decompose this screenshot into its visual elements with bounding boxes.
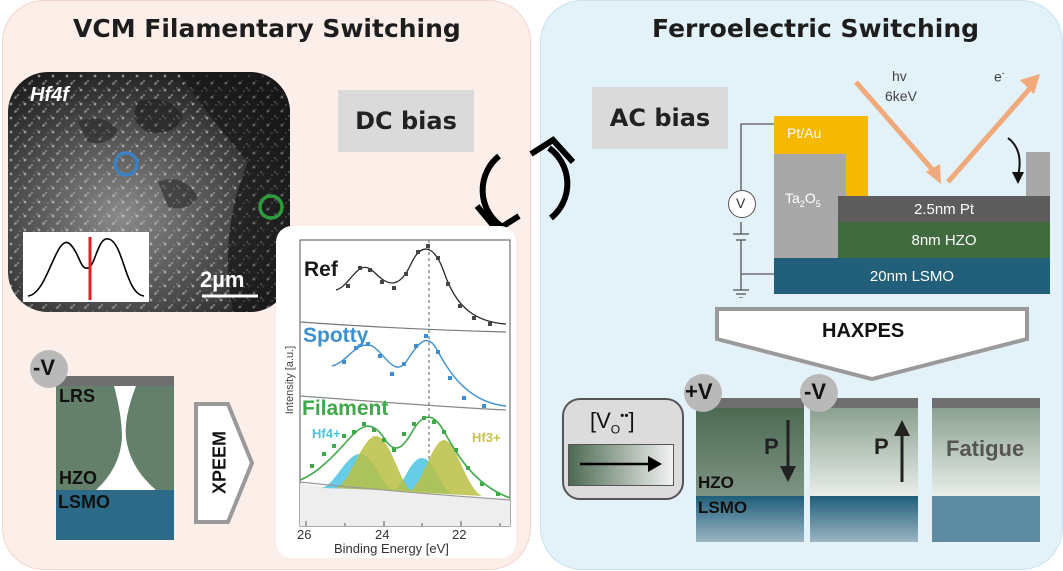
p-up-label: P — [874, 434, 889, 459]
ac-bias-box: AC bias — [592, 87, 728, 149]
plus-v-label: +V — [685, 379, 713, 404]
fatigue-label: Fatigue — [946, 436, 1025, 461]
x-tick-26: 26 — [297, 527, 312, 542]
xray-arrows — [854, 74, 1040, 184]
state2-hzo — [810, 408, 918, 496]
p-down-label: P — [764, 434, 779, 459]
xpeem-label: Hf4f — [30, 84, 69, 106]
right-side-block — [1026, 152, 1050, 196]
spectra-x-axis-label: Binding Energy [eV] — [334, 541, 449, 556]
state3-lsmo — [932, 496, 1040, 542]
arrow-down-icon — [780, 420, 796, 482]
state3-top — [932, 398, 1040, 408]
vcm-lsmo-layer — [56, 490, 174, 540]
spectrum-filament-label: Filament — [302, 397, 389, 420]
hf4-label: Hf4+ — [312, 426, 341, 441]
minus-v-circle-2 — [800, 374, 838, 412]
pt-layer: 2.5nm Pt — [838, 196, 1050, 222]
circuit-wire — [733, 123, 775, 298]
x-tick-22: 22 — [452, 527, 467, 542]
right-arrow-icon — [580, 456, 662, 472]
pt-au-label: Pt/Au — [787, 125, 822, 141]
hzo-layer: 8nm HZO — [838, 222, 1050, 258]
haxpes-arrow — [715, 307, 1029, 382]
state3-hzo — [932, 408, 1040, 496]
state1-hzo — [696, 408, 804, 496]
spectra-y-axis-label: Intensity [a.u.] — [284, 345, 296, 415]
vcm-voltage-label: -V — [33, 355, 55, 380]
plus-v-circle — [684, 374, 722, 412]
hv-label: hv — [892, 68, 907, 84]
lrs-label: LRS — [59, 386, 95, 406]
xpeem-image — [8, 72, 290, 312]
hf3-label: Hf3+ — [472, 430, 501, 445]
x-tick-24: 24 — [375, 527, 390, 542]
fe-hzo-label: HZO — [698, 473, 734, 492]
ferroelectric-title: Ferroelectric Switching — [652, 14, 980, 43]
xpeem-arrow — [194, 402, 255, 524]
pt-au-side — [846, 116, 868, 198]
arrow-up-icon — [894, 420, 910, 482]
voltmeter-circle — [728, 190, 756, 218]
vcm-hzo-label: HZO — [59, 468, 97, 488]
vcm-title: VCM Filamentary Switching — [73, 14, 461, 43]
ta2o5-layer — [774, 154, 846, 258]
state2-top — [810, 398, 918, 408]
state1-lsmo — [696, 496, 804, 542]
energy-label: 6keV — [885, 88, 917, 104]
scale-bar-label: 2µm — [200, 267, 245, 292]
state2-lsmo — [810, 496, 918, 542]
electron-label: e- — [994, 68, 1005, 85]
spectra-plot — [299, 239, 511, 527]
haxpes-label: HAXPES — [822, 320, 905, 342]
minus-v-label-2: -V — [804, 379, 826, 404]
xpeem-method-label: XPEEM — [209, 430, 230, 495]
vacancy-label: [VO••] — [590, 408, 635, 437]
ta2o5-label: Ta2O5 — [785, 190, 821, 209]
spectrum-spotty-label: Spotty — [303, 324, 369, 347]
dc-bias-box: DC bias — [338, 90, 474, 152]
minus-v-circle — [30, 350, 68, 388]
vcm-lsmo-label: LSMO — [58, 492, 110, 512]
filament-shape — [96, 386, 156, 490]
state1-top — [696, 398, 804, 408]
fe-lsmo-label: LSMO — [698, 498, 748, 517]
vcm-top-electrode — [56, 376, 174, 386]
lsmo-layer: 20nm LSMO — [774, 258, 1050, 294]
spectrum-ref-label: Ref — [304, 258, 338, 281]
voltmeter-label: V — [736, 195, 746, 211]
